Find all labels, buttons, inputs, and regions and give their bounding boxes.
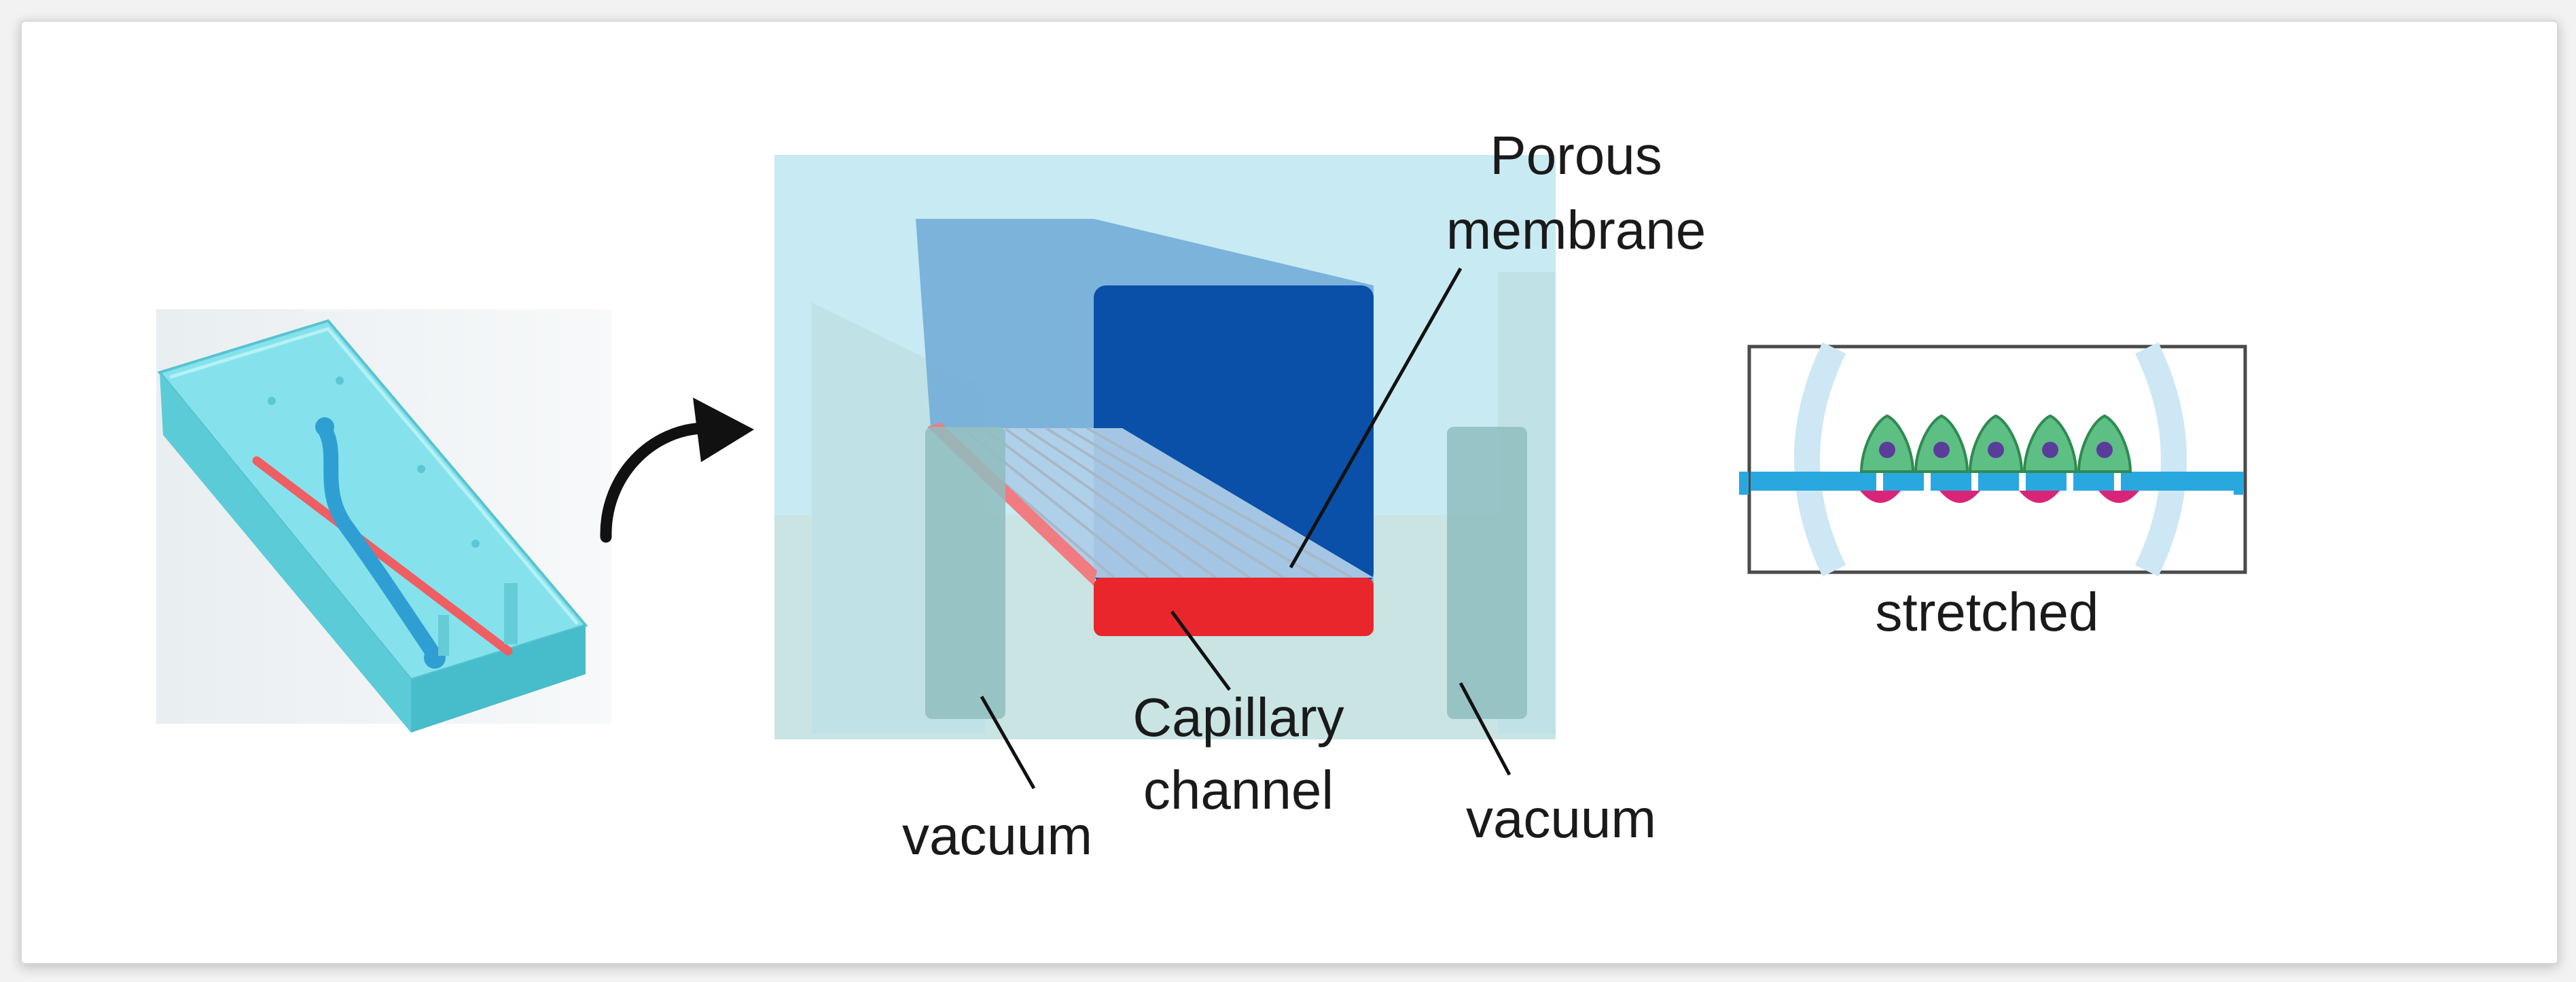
membrane-stub-right [2234, 472, 2243, 495]
cross-section-diagram [774, 155, 1556, 739]
arrow-head [693, 398, 754, 462]
device-side-face [411, 625, 586, 733]
device-air-channel [317, 422, 442, 663]
device-front-face [160, 372, 411, 733]
stretched-membrane [1751, 472, 2244, 491]
membrane-stub-left [1739, 472, 1749, 495]
leader-lines [980, 267, 1511, 790]
epithelial-cells [1859, 414, 2132, 473]
cell [1859, 414, 1915, 473]
device-port [268, 397, 276, 405]
device-3d-illustration [156, 309, 611, 733]
cell [1968, 414, 2024, 473]
device-port [315, 417, 334, 436]
capillary-channel [1094, 578, 1374, 636]
device-port [471, 540, 480, 548]
membrane-pores-stretched [1876, 472, 2121, 491]
device-capillary-channel [252, 456, 513, 656]
diagram-labels: Porous membrane Capillary channel vacuum… [902, 125, 1706, 866]
inset-wall-right [2134, 342, 2187, 577]
membrane-pores [943, 427, 1353, 579]
cell [1914, 414, 1969, 473]
device-port [417, 465, 425, 473]
device-port [336, 376, 344, 385]
vacuum-left-leader [980, 695, 1036, 790]
inset-wall-left [1794, 342, 1846, 577]
porous-membrane-leader [1289, 267, 1463, 569]
device-rim [169, 327, 579, 625]
stretched-inset: stretched [1739, 342, 2247, 642]
cell [2077, 414, 2132, 473]
porous-membrane [931, 428, 1374, 578]
capillary-channel-leader [1170, 610, 1232, 691]
vacuum-right-leader [1459, 682, 1511, 776]
vacuum-right-label: vacuum [1466, 788, 1656, 849]
capillary-channel-label-line2: channel [1143, 760, 1334, 820]
endothelial-layer [1860, 491, 2139, 503]
arrow-shaft [600, 422, 713, 543]
device-post [504, 583, 518, 644]
porous-membrane-label-line1: Porous [1490, 125, 1662, 186]
vacuum-chamber-left [925, 427, 1005, 719]
cell [2022, 414, 2078, 473]
stretched-label: stretched [1875, 582, 2098, 642]
porous-membrane-label-line2: membrane [1446, 200, 1706, 260]
device-post [438, 615, 449, 656]
vacuum-left-label: vacuum [902, 805, 1092, 866]
zoom-arrow [600, 398, 754, 543]
capillary-channel-label-line1: Capillary [1132, 687, 1344, 748]
vacuum-chamber-right [1447, 427, 1527, 719]
